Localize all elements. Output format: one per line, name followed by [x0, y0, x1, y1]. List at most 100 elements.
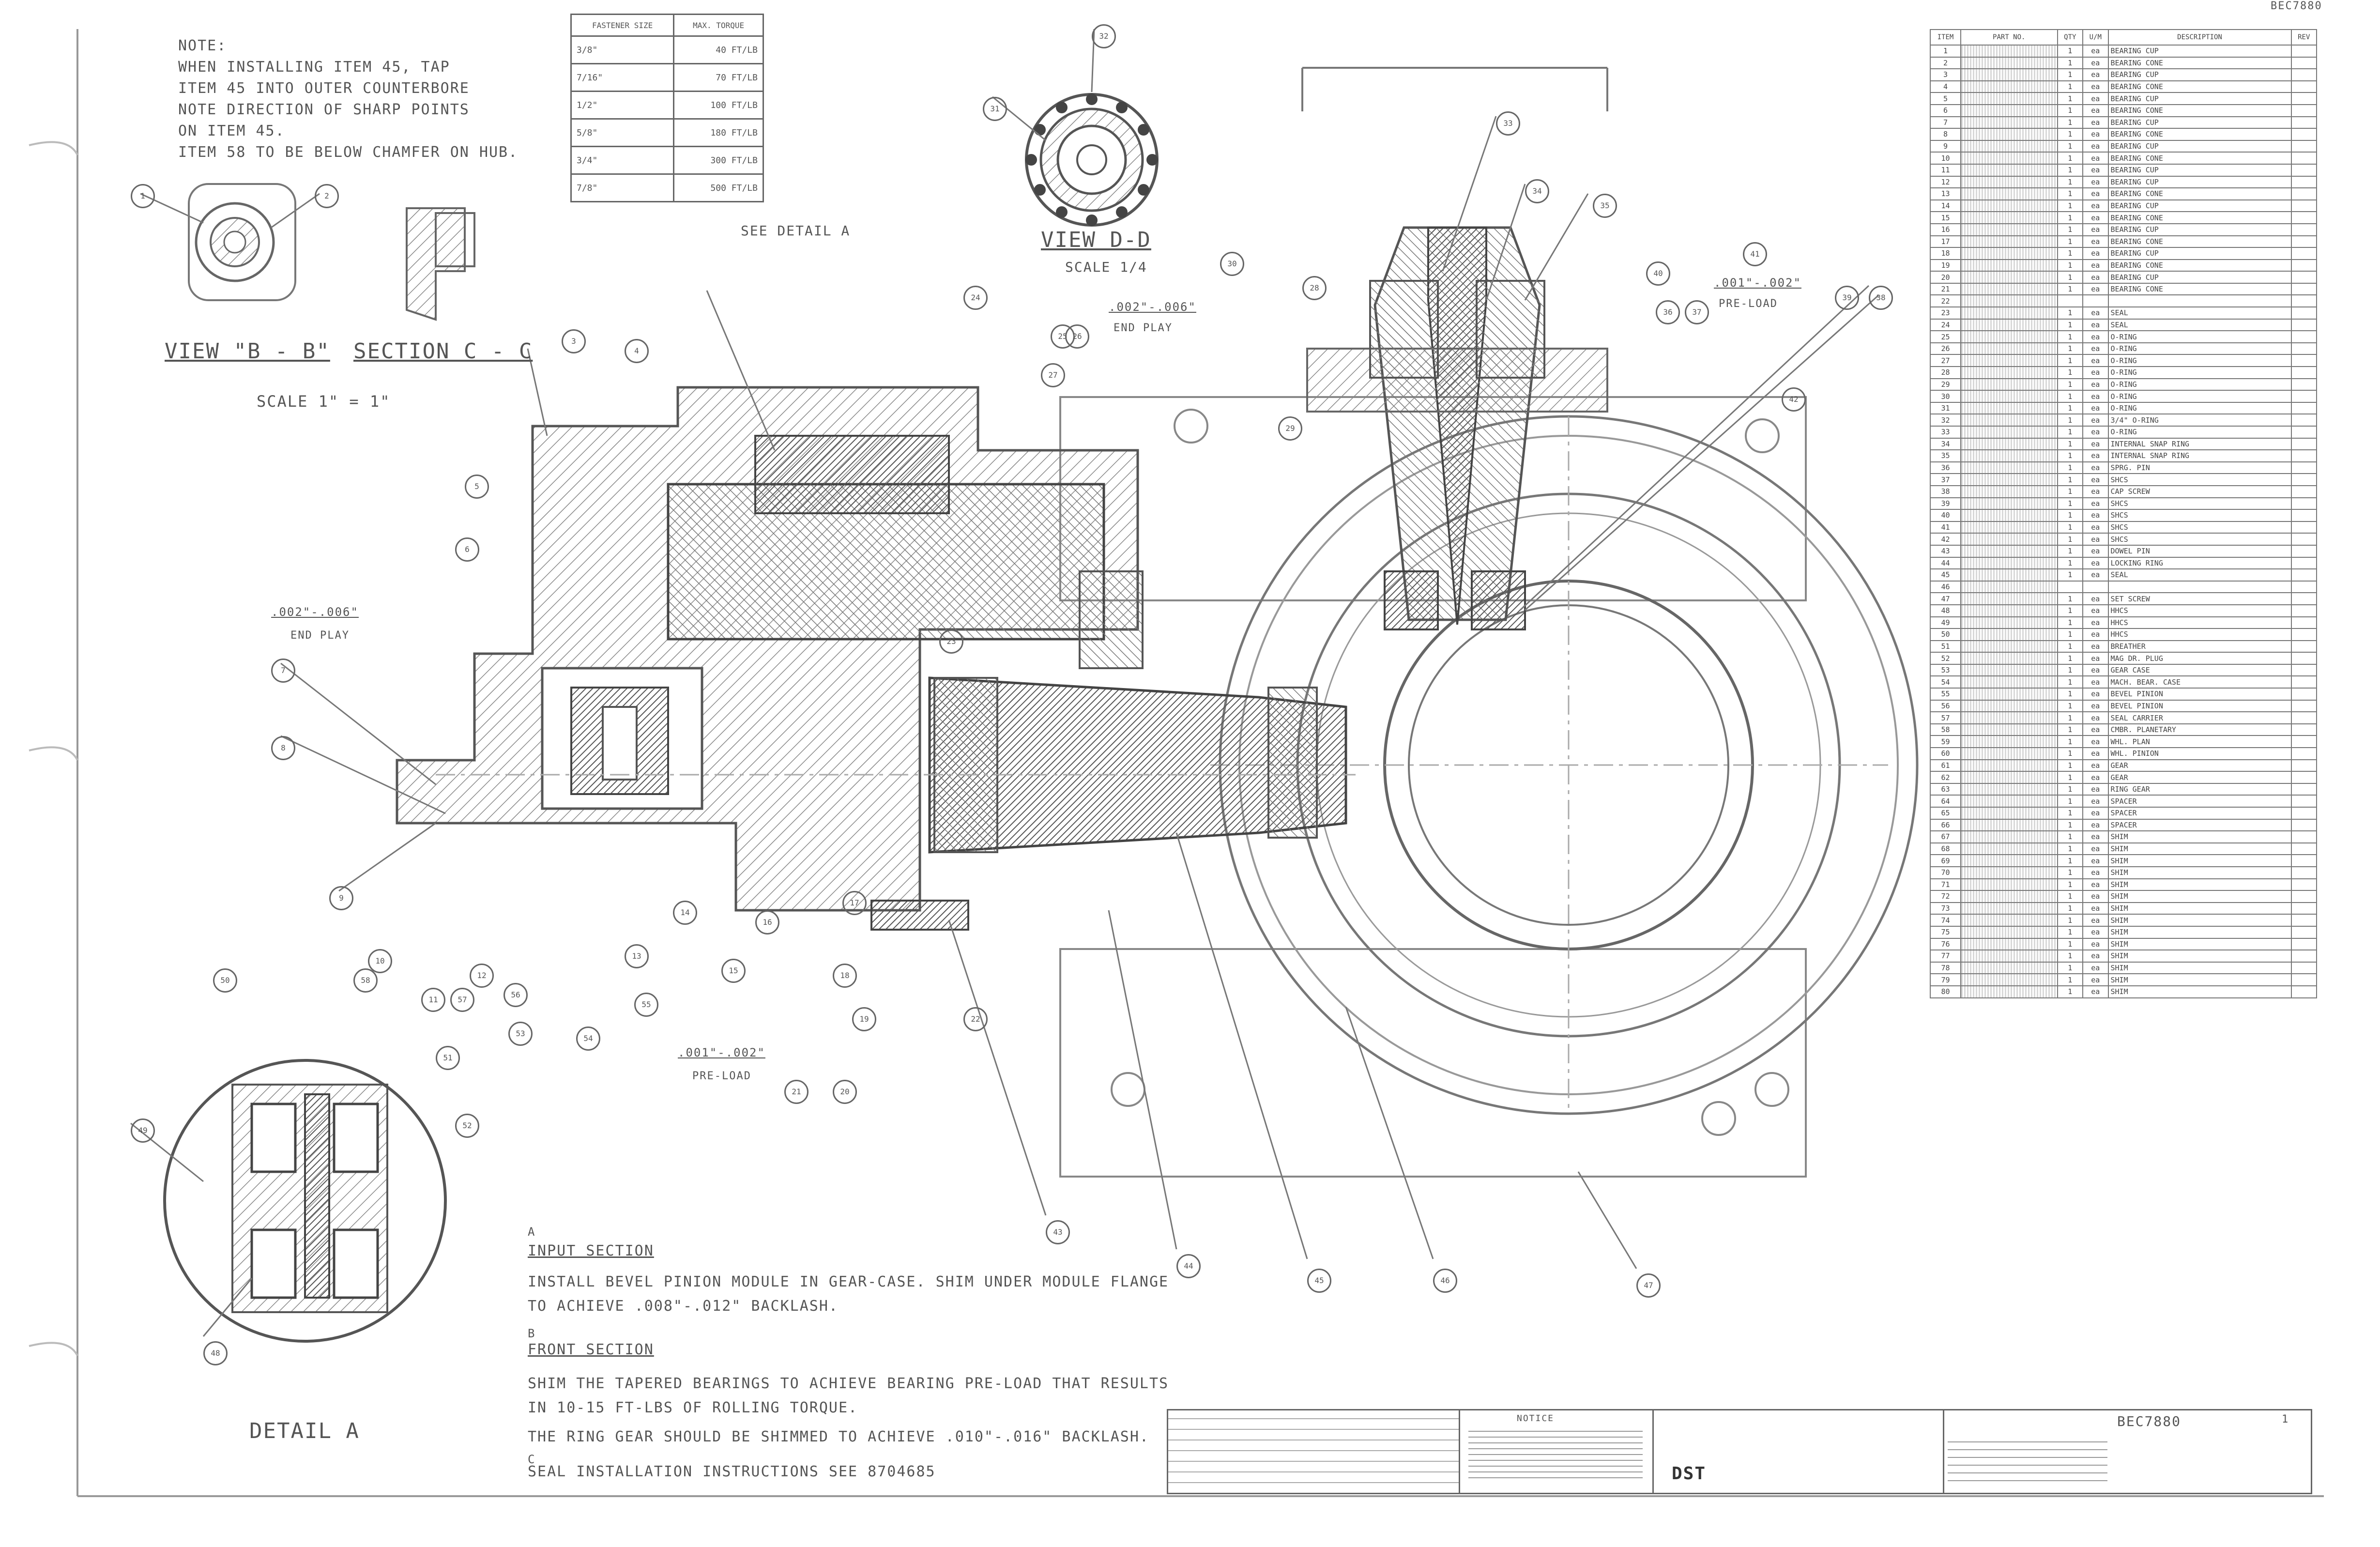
balloon-callout: 11	[421, 988, 445, 1012]
view-bb-label: VIEW "B - B"	[165, 339, 330, 364]
bom-revision	[2290, 866, 2317, 879]
balloon-callout: 21	[784, 1080, 809, 1104]
bom-part-number	[1960, 616, 2058, 629]
bom-quantity: 1	[2057, 711, 2083, 724]
bom-part-number	[1960, 890, 2058, 903]
bom-item-number: 26	[1930, 342, 1961, 355]
bom-description: SHIM	[2107, 973, 2292, 986]
bom-description: SHIM	[2107, 925, 2292, 939]
bom-quantity: 1	[2057, 842, 2083, 856]
bom-unit: ea	[2082, 950, 2109, 963]
bom-unit: ea	[2082, 223, 2109, 236]
bom-revision	[2290, 414, 2317, 427]
bom-quantity: 1	[2057, 925, 2083, 939]
balloon-callout: 3	[562, 329, 586, 353]
bom-description: BEARING CONE	[2107, 104, 2292, 117]
balloon-callout: 1	[131, 184, 155, 208]
balloon-callout: 53	[508, 1022, 533, 1046]
bom-quantity: 1	[2057, 509, 2083, 522]
bom-quantity: 1	[2057, 604, 2083, 617]
bom-part-number	[1960, 401, 2058, 415]
bom-revision	[2290, 437, 2317, 451]
bom-item-number: 45	[1930, 568, 1961, 582]
bom-unit: ea	[2082, 354, 2109, 368]
bom-quantity: 1	[2057, 675, 2083, 689]
bom-description: BEARING CONE	[2107, 259, 2292, 272]
balloon-callout: 30	[1220, 252, 1244, 276]
bom-unit: ea	[2082, 509, 2109, 522]
bom-revision	[2290, 937, 2317, 951]
bom-revision	[2290, 366, 2317, 379]
bom-revision	[2290, 902, 2317, 915]
bom-description: MACH. BEAR. CASE	[2107, 675, 2292, 689]
bom-unit: ea	[2082, 175, 2109, 189]
bom-unit: ea	[2082, 711, 2109, 724]
bom-description: SHIM	[2107, 902, 2292, 915]
balloon-callout: 10	[368, 949, 392, 973]
bom-part-number	[1960, 723, 2058, 736]
balloon-callout: 17	[842, 891, 867, 915]
bom-item-number: 66	[1930, 818, 1961, 832]
balloon-callout: 5	[465, 475, 489, 499]
bom-revision	[2290, 795, 2317, 808]
balloon-callout: 57	[450, 988, 474, 1012]
torque-value: 70 FT/LB	[673, 63, 764, 92]
bom-part-number	[1960, 163, 2058, 177]
bom-quantity: 1	[2057, 533, 2083, 546]
bom-item-number: 4	[1930, 80, 1961, 93]
bom-item-number: 65	[1930, 807, 1961, 820]
bom-item-number: 38	[1930, 485, 1961, 498]
bom-unit: ea	[2082, 306, 2109, 320]
bom-revision	[2290, 771, 2317, 784]
bom-item-number: 1	[1930, 45, 1961, 58]
bom-unit: ea	[2082, 318, 2109, 332]
bom-revision	[2290, 580, 2317, 594]
bom-item-number: 61	[1930, 759, 1961, 772]
bom-quantity: 1	[2057, 128, 2083, 141]
bom-revision	[2290, 211, 2317, 224]
balloon-callout: 51	[436, 1046, 460, 1070]
bom-description: SPACER	[2107, 818, 2292, 832]
torque-value: 100 FT/LB	[673, 91, 764, 120]
bom-quantity: 1	[2057, 437, 2083, 451]
balloon-callout: 28	[1302, 276, 1327, 300]
bom-description	[2107, 294, 2292, 308]
bom-unit: ea	[2082, 521, 2109, 534]
bom-unit: ea	[2082, 366, 2109, 379]
bom-description: BEARING CUP	[2107, 45, 2292, 58]
balloon-callout: 34	[1525, 179, 1549, 203]
balloon-callout: 24	[963, 286, 988, 310]
bom-item-number: 10	[1930, 152, 1961, 165]
bom-quantity: 1	[2057, 139, 2083, 153]
bom-part-number	[1960, 426, 2058, 439]
bom-description: SEAL	[2107, 568, 2292, 582]
bom-unit: ea	[2082, 723, 2109, 736]
logo-block: DST	[1652, 1410, 1944, 1493]
bom-revision	[2290, 854, 2317, 867]
bom-item-number: 63	[1930, 782, 1961, 796]
bom-quantity: 1	[2057, 628, 2083, 641]
bom-description: O-RING	[2107, 342, 2292, 355]
bom-unit: ea	[2082, 330, 2109, 343]
bom-unit: ea	[2082, 699, 2109, 713]
bom-description: SHIM	[2107, 914, 2292, 927]
bom-part-number	[1960, 306, 2058, 320]
bom-description: SHIM	[2107, 878, 2292, 891]
bom-part-number	[1960, 807, 2058, 820]
bom-quantity: 1	[2057, 378, 2083, 391]
bom-description: BEARING CUP	[2107, 199, 2292, 213]
